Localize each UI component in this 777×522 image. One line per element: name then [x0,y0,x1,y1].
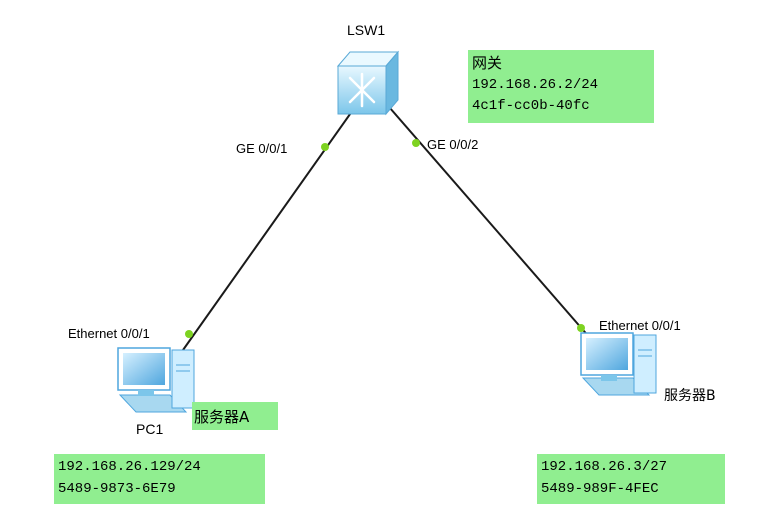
gateway-ip: 192.168.26.2/24 [472,77,599,93]
serverb-mac: 5489-989F-4FEC [541,481,659,497]
pc1-ip: 192.168.26.129/24 [58,459,201,475]
pc1-tag-box: 服务器A [192,402,278,430]
port-label-ge001: GE 0/0/1 [236,141,288,156]
port-dot-ge002 [412,139,420,147]
port-dot-serverb-eth [577,324,585,332]
pc1-mac: 5489-9873-6E79 [58,481,176,497]
serverb-info-box: 192.168.26.3/27 5489-989F-4FEC [537,454,725,504]
link-switch-serverb[interactable] [382,99,591,339]
link-switch-pc1[interactable] [182,99,361,351]
serverb-ip: 192.168.26.3/27 [541,459,668,475]
switch-name: LSW1 [347,22,386,38]
port-dot-ge001 [321,143,329,151]
server-icon[interactable] [580,332,657,396]
gateway-info-box: 网关 192.168.26.2/24 4c1f-cc0b-40fc [468,50,654,123]
gateway-title: 网关 [472,54,503,72]
pc1-tag: 服务器A [194,408,250,426]
port-label-serverb: Ethernet 0/0/1 [599,318,681,333]
gateway-mac: 4c1f-cc0b-40fc [472,98,590,114]
port-label-pc1: Ethernet 0/0/1 [68,326,150,341]
pc1-info-box: 192.168.26.129/24 5489-9873-6E79 [54,454,265,504]
pc-icon[interactable] [117,347,195,413]
port-dot-pc1-eth [185,330,193,338]
switch-icon[interactable] [336,50,400,116]
port-label-ge002: GE 0/0/2 [427,137,479,152]
serverb-name: 服务器B [664,388,716,404]
pc1-name: PC1 [136,421,164,437]
